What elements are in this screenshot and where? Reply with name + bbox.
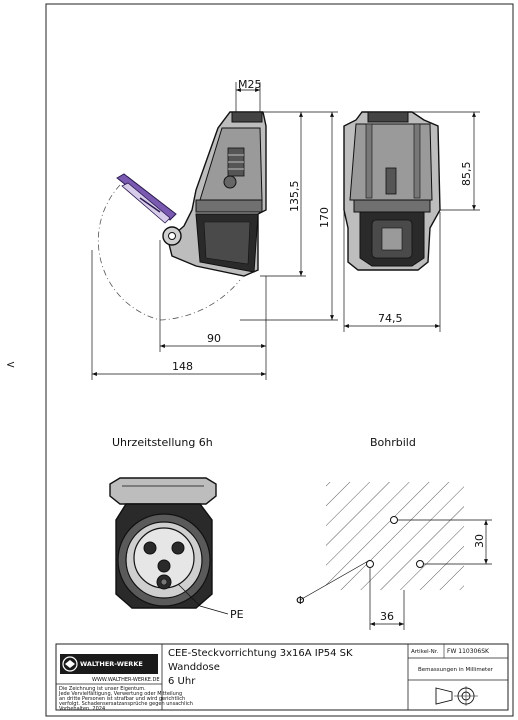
title-block: WALTHER-WERKE WWW.WALTHER-WERKE.DE Die Z… xyxy=(55,643,509,712)
dim-170-label: 170 xyxy=(318,207,331,228)
pin-hole-2 xyxy=(171,541,185,555)
dim-36: 36 xyxy=(369,568,405,630)
dim-30-label: 30 xyxy=(473,534,486,548)
notice-line-4: verfolgt. Schadensersatzansprüche gegen … xyxy=(59,701,193,707)
bottom-view: PE xyxy=(109,477,244,621)
dim-170: 170 xyxy=(240,111,338,321)
socket-top-flap xyxy=(109,477,217,505)
dim-m25: M25 xyxy=(235,78,262,112)
dim-85-label: 85,5 xyxy=(460,162,473,187)
drill-symbol: Φ xyxy=(296,594,305,607)
drill-pattern: Φ 30 36 xyxy=(296,482,492,630)
dim-90-label: 90 xyxy=(207,332,221,345)
logo-text: WALTHER-WERKE xyxy=(80,660,143,668)
drill-hole-right xyxy=(416,560,424,568)
dim-135: 135,5 xyxy=(260,111,306,277)
title-line-1: CEE-Steckvorrichtung 3x16A IP54 SK xyxy=(168,648,353,659)
article-value: FW 110306SK xyxy=(447,648,490,655)
notice-line-3: an dritte Personen ist strafbar und wird… xyxy=(59,696,185,702)
socket-body-side xyxy=(162,111,267,277)
drill-hole-top xyxy=(390,516,398,524)
notice-line-2: Jede Vervielfältigung, Verwertung oder M… xyxy=(58,691,182,697)
side-marker: < xyxy=(6,358,15,371)
company-logo: WALTHER-WERKE WWW.WALTHER-WERKE.DE xyxy=(60,654,160,683)
title-line-3: 6 Uhr xyxy=(168,676,196,687)
notice-line-1: Die Zeichnung ist unser Eigentum. xyxy=(59,686,146,692)
title-line-2: Wanddose xyxy=(168,662,220,673)
logo-subtext: WWW.WALTHER-WERKE.DE xyxy=(92,677,160,683)
clock-position-label: Uhrzeitstellung 6h xyxy=(112,436,213,449)
projection-symbol-icon xyxy=(435,686,478,706)
drill-pattern-label: Bohrbild xyxy=(370,436,416,449)
hatched-wall xyxy=(326,482,464,590)
dim-148: 148 xyxy=(91,250,267,380)
side-view: M25 135,5 170 90 148 xyxy=(91,78,338,380)
dim-90: 90 xyxy=(159,240,267,352)
pe-label: PE xyxy=(230,608,244,621)
dim-135-label: 135,5 xyxy=(288,181,301,213)
front-view: 85,5 74,5 xyxy=(343,111,480,332)
lid-swing-arc xyxy=(97,184,241,321)
dim-30: 30 xyxy=(398,519,492,565)
pin-hole-1 xyxy=(143,541,157,555)
article-label: Artikel-Nr. xyxy=(411,649,438,655)
dim-m25-label: M25 xyxy=(238,78,262,91)
dim-148-label: 148 xyxy=(172,360,193,373)
sheet-frame xyxy=(45,3,514,717)
dim-36-label: 36 xyxy=(380,610,394,623)
dim-85: 85,5 xyxy=(412,111,480,211)
dim-74-label: 74,5 xyxy=(378,312,403,325)
open-lid xyxy=(116,173,177,224)
notice-line-5: Vorbehalten. 2024 xyxy=(59,706,105,712)
dim-74: 74,5 xyxy=(343,212,441,332)
drill-hole-left xyxy=(366,560,374,568)
logo-emblem-icon xyxy=(62,656,78,672)
dimension-unit-note: Bemassungen in Millimeter xyxy=(418,667,494,673)
pin-hole-3 xyxy=(157,559,171,573)
